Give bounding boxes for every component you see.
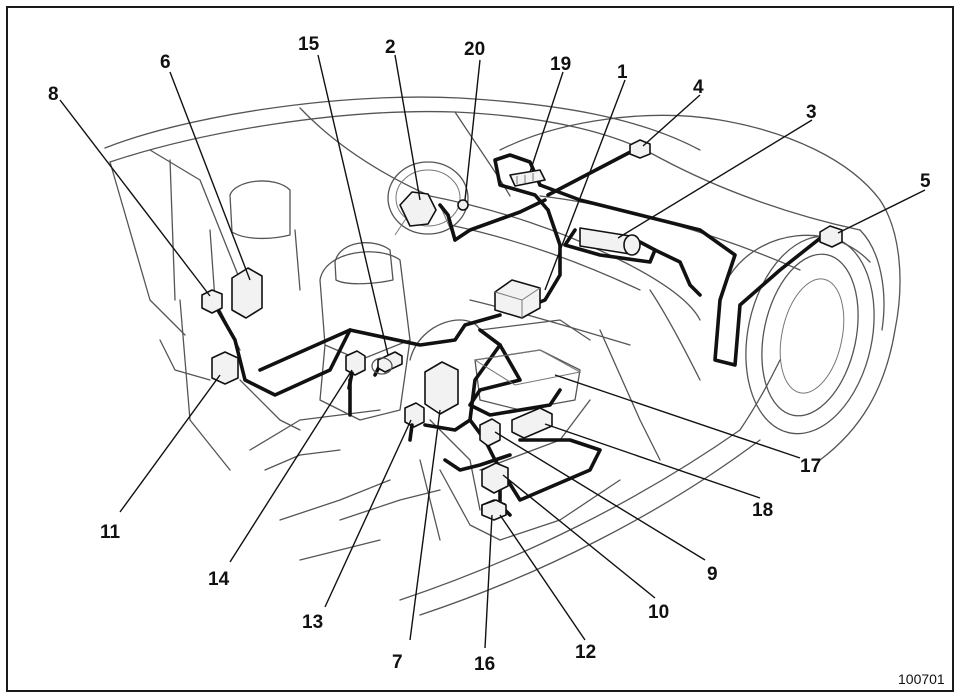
- leader-12: [499, 514, 586, 641]
- leader-20: [464, 59, 481, 201]
- leader-18: [544, 423, 761, 499]
- leader-11: [119, 374, 221, 513]
- callout-6: 6: [160, 52, 171, 73]
- side-sensor-lower: [211, 351, 239, 385]
- callout-7: 7: [392, 652, 403, 673]
- lower-connector: [481, 499, 507, 521]
- driver-airbag-module: [399, 191, 437, 227]
- front-seatbelt-pretensioner: [404, 402, 425, 442]
- leader-6: [169, 71, 251, 281]
- leader-10: [502, 474, 656, 599]
- front-side-airbag: [424, 361, 459, 415]
- occupant-sensor-connector: [481, 462, 509, 494]
- callout-4: 4: [693, 77, 704, 98]
- callout-9: 9: [707, 564, 718, 585]
- leader-16: [484, 514, 493, 649]
- callout-17: 17: [800, 456, 821, 477]
- airbag-components: [201, 139, 843, 521]
- leader-17: [554, 374, 801, 459]
- callout-1: 1: [617, 62, 628, 83]
- callout-16: 16: [474, 654, 495, 675]
- leader-7: [409, 409, 441, 641]
- leader-19: [529, 71, 564, 173]
- leader-2: [394, 54, 421, 201]
- leader-9: [494, 431, 706, 561]
- callout-3: 3: [806, 102, 817, 123]
- passenger-airbag-inflator: [579, 227, 641, 256]
- callout-2: 2: [385, 37, 396, 58]
- callout-13: 13: [302, 612, 323, 633]
- leader-4: [642, 94, 701, 147]
- leader-5: [837, 189, 926, 234]
- leader-14: [229, 369, 353, 563]
- callout-8: 8: [48, 84, 59, 105]
- callout-10: 10: [648, 602, 669, 623]
- vehicle-outline: [104, 96, 901, 616]
- callout-20: 20: [464, 39, 485, 60]
- side-sensor-rear: [201, 289, 223, 314]
- leader-1: [544, 79, 626, 291]
- occupant-detection-unit: [511, 407, 553, 439]
- leader-8: [59, 99, 211, 297]
- figure-id: 100701: [898, 671, 945, 687]
- callout-19: 19: [550, 54, 571, 75]
- callout-18: 18: [752, 500, 773, 521]
- callout-labels: 1 2 3 4 5 6 7 8 9 10 11 12 13 14 15 16 1…: [48, 34, 931, 675]
- front-sensor-right: [819, 225, 843, 248]
- rear-side-airbag: [231, 267, 263, 319]
- airbag-wiring-harness: [213, 145, 830, 517]
- rear-harness-connector: [371, 351, 403, 375]
- callout-15: 15: [298, 34, 320, 55]
- leader-15: [317, 54, 389, 356]
- seat-belt-buckle-sensor: [479, 418, 501, 447]
- callout-5: 5: [920, 171, 931, 192]
- callout-12: 12: [575, 642, 596, 663]
- roll-connector: [457, 199, 469, 211]
- leader-3: [617, 119, 813, 239]
- occupant-detection-sensor: [473, 349, 582, 386]
- airbag-control-module: [494, 279, 541, 319]
- rear-seatbelt-pretensioner: [345, 350, 366, 390]
- leader-13: [324, 419, 412, 608]
- callout-11: 11: [100, 522, 121, 543]
- callout-14: 14: [208, 569, 230, 590]
- leader-lines: [59, 54, 926, 649]
